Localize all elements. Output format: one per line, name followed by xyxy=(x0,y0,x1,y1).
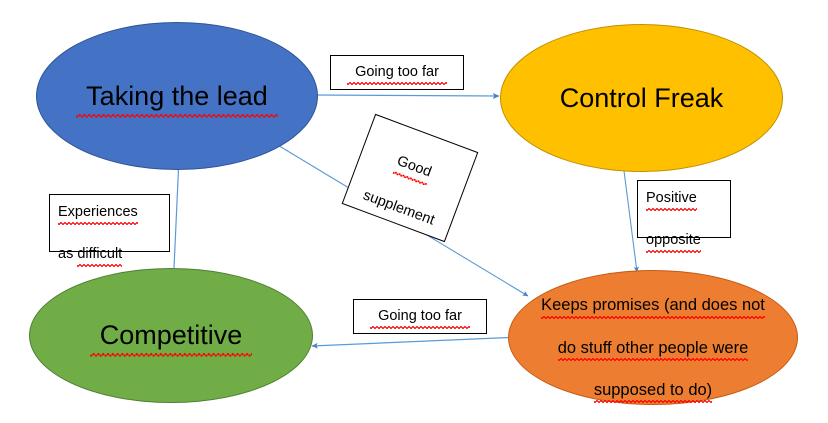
node-keeps-promises-line-3: supposed to do) xyxy=(593,380,713,404)
edge-label-positive-line-2: opposite xyxy=(646,230,701,254)
edge-label-experiences-as-difficult[interactable]: Experiences as difficult xyxy=(49,194,170,268)
edge-label-good-supplement[interactable]: Good supplement xyxy=(341,113,479,243)
node-keeps-promises-label: Keeps promises (and does not do stuff ot… xyxy=(531,274,775,404)
edge-label-positive-opposite[interactable]: Positive opposite xyxy=(637,180,731,254)
node-taking-the-lead[interactable]: Taking the lead xyxy=(36,22,318,170)
node-competitive-label: Competitive xyxy=(89,318,253,357)
edge-label-positive-line-1: Positive xyxy=(646,188,697,212)
edge-label-going-too-far-bottom-text: Going too far xyxy=(370,306,470,330)
node-control-freak-label: Control Freak xyxy=(559,82,724,113)
edge-label-good-supplement-line-2: supplement xyxy=(360,187,437,229)
edge-competitive-to-taking-the-lead xyxy=(173,157,182,269)
edge-label-going-too-far-bottom[interactable]: Going too far xyxy=(353,299,487,334)
node-keeps-promises-line-2: do stuff other people were xyxy=(557,338,748,362)
edge-control-freak-to-keeps-promises xyxy=(622,162,639,273)
node-keeps-promises-line-1: Keeps promises (and does not xyxy=(541,295,765,320)
node-competitive[interactable]: Competitive xyxy=(29,268,313,403)
edge-taking-the-lead-to-control-freak xyxy=(313,92,500,100)
edge-label-positive-opposite-text: Positive opposite xyxy=(638,167,709,254)
edge-label-going-too-far-top[interactable]: Going too far xyxy=(330,55,464,90)
node-keeps-promises[interactable]: Keeps promises (and does not do stuff ot… xyxy=(508,270,798,405)
edge-label-experiences-as-difficult-text: Experiences as difficult xyxy=(50,181,146,268)
node-control-freak[interactable]: Control Freak xyxy=(500,24,783,172)
edge-keeps-promises-to-competitive xyxy=(311,336,521,349)
edge-label-experiences-line-1: Experiences xyxy=(58,202,138,226)
edge-label-good-supplement-text: Good supplement xyxy=(352,121,468,234)
edge-label-experiences-line-2: as difficult xyxy=(58,246,122,268)
node-taking-the-lead-label: Taking the lead xyxy=(76,79,278,118)
edge-label-going-too-far-top-text: Going too far xyxy=(347,62,447,86)
edge-label-good-supplement-line-1: Good xyxy=(393,151,434,184)
